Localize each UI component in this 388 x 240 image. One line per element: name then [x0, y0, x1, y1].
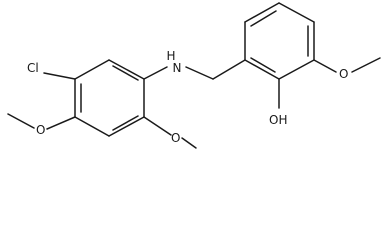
double-bond-inner	[112, 65, 139, 81]
bond-c-o	[46, 116, 76, 130]
bond	[108, 116, 145, 137]
chemical-structure: Cl H N O O OH O	[7, 2, 381, 149]
bond-ch2-c	[212, 59, 246, 80]
bond	[278, 59, 315, 80]
amine-label: H N	[166, 49, 181, 75]
hydroxyl-label: OH	[269, 113, 287, 127]
amine-h-label: H	[166, 49, 175, 63]
bond-n-ch2	[185, 66, 214, 80]
left-benzene-ring	[74, 59, 145, 137]
bond	[244, 2, 280, 23]
double-bond-inner	[250, 10, 277, 27]
methoxy-oxygen-right-label: O	[339, 67, 348, 81]
right-substituents	[278, 57, 381, 109]
bond-c-o	[143, 116, 172, 136]
bond-o-ch3	[351, 57, 381, 73]
bond	[244, 59, 280, 80]
bond-c-n	[143, 66, 168, 80]
methoxy-oxygen-lower-label: O	[171, 131, 180, 145]
bond-c-o	[313, 59, 337, 73]
amine-n-label: N	[173, 61, 182, 75]
atom-labels: Cl H N O O OH O	[27, 49, 348, 145]
double-bond-inner	[112, 115, 139, 131]
bond-c-cl	[43, 72, 76, 80]
right-benzene-ring	[244, 2, 315, 80]
bond	[108, 59, 145, 80]
chlorine-label: Cl	[27, 61, 39, 75]
double-bond-inner	[250, 57, 276, 73]
bond	[74, 116, 110, 137]
bond-o-ch3	[181, 137, 197, 149]
left-substituents	[7, 59, 246, 149]
bond	[74, 59, 110, 80]
bond	[278, 2, 315, 23]
bond-o-ch3	[7, 113, 35, 129]
methoxy-oxygen-left-label: O	[36, 123, 45, 137]
